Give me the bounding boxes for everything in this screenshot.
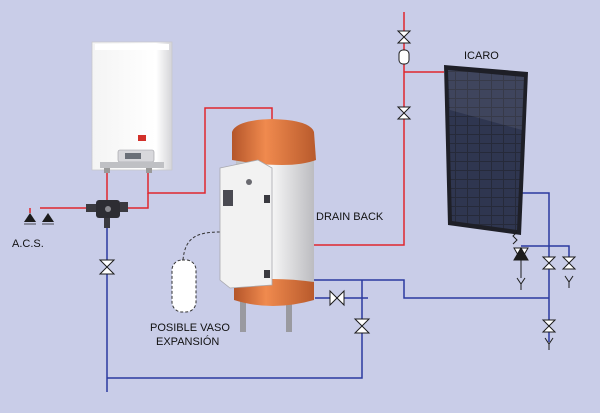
storage-tank-icon bbox=[219, 119, 316, 332]
boiler-icon bbox=[91, 41, 173, 173]
drain-back-label: DRAIN BACK bbox=[316, 211, 384, 223]
valve-icon bbox=[541, 256, 557, 270]
air-vent-icon bbox=[398, 49, 410, 65]
valve-icon bbox=[541, 319, 557, 333]
valve-icon bbox=[396, 30, 412, 44]
panel-label: ICARO bbox=[464, 50, 499, 62]
solar-panel-icon bbox=[444, 65, 528, 235]
acs-label: A.C.S. bbox=[12, 238, 44, 250]
safety-valve-icon bbox=[512, 231, 529, 278]
valve-icon bbox=[396, 106, 412, 120]
valves bbox=[98, 30, 577, 334]
shower-icon bbox=[24, 213, 54, 225]
valve-icon bbox=[98, 259, 116, 275]
vaso-label-line1: POSIBLE VASO bbox=[150, 322, 230, 334]
valve-icon bbox=[353, 318, 371, 334]
valve-icon bbox=[329, 289, 345, 307]
drain-markers bbox=[516, 275, 574, 350]
vaso-label-line2: EXPANSIÓN bbox=[156, 336, 220, 348]
mixing-valve-icon bbox=[86, 200, 128, 228]
hot-pipes bbox=[29, 12, 444, 246]
expansion-link bbox=[182, 231, 221, 261]
valve-icon bbox=[561, 256, 577, 270]
expansion-vessel-icon bbox=[171, 259, 197, 313]
